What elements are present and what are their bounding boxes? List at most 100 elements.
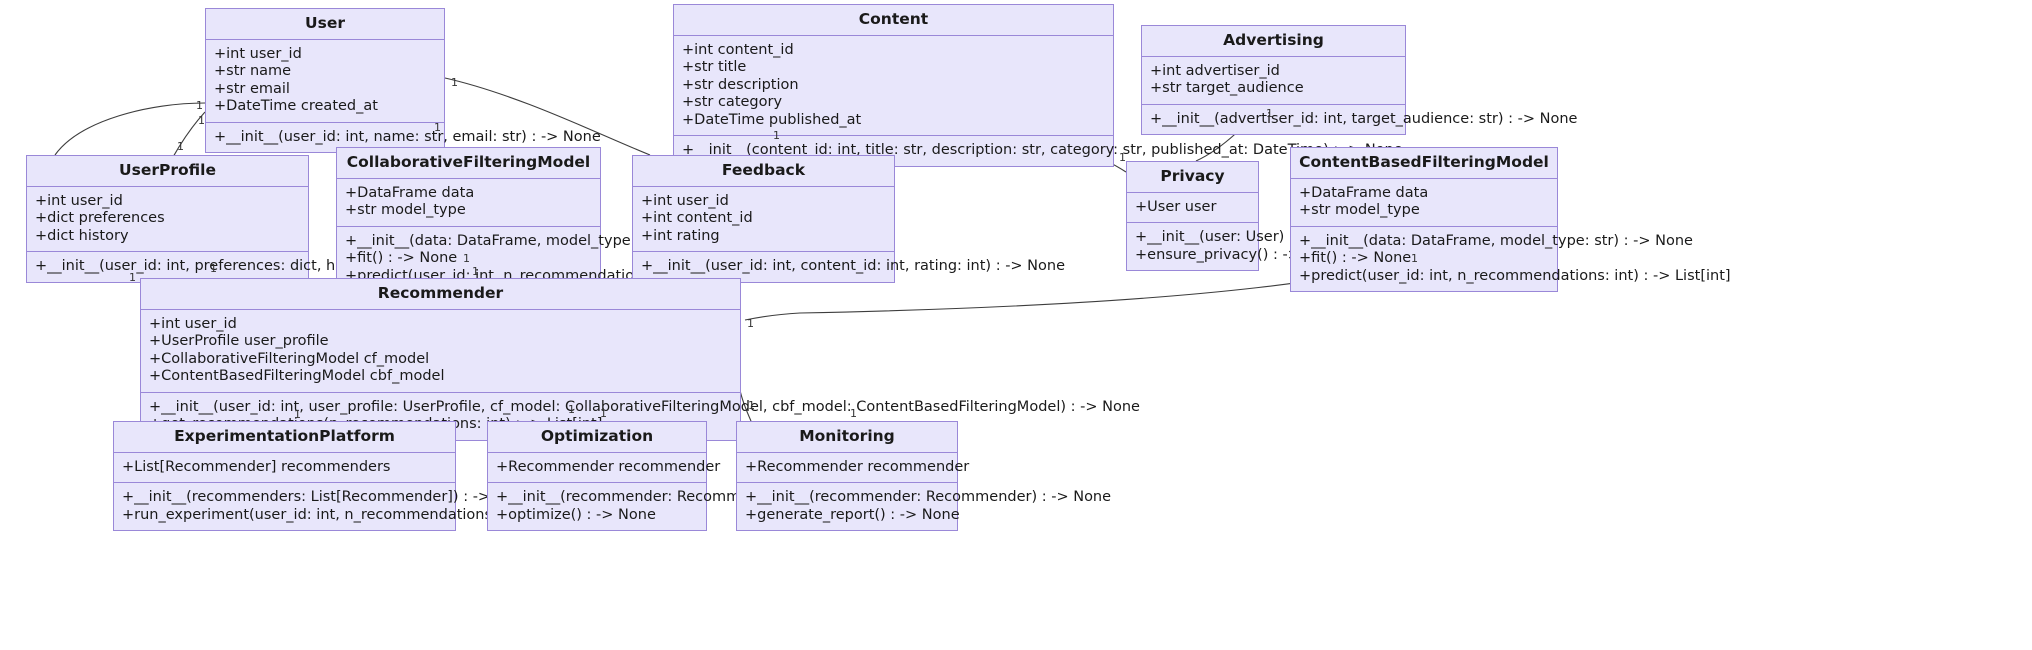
uml-method-compartment: +__init__(user_id: int, name: str, email…	[206, 123, 601, 153]
uml-attribute-compartment: +User user	[1127, 193, 1258, 223]
uml-attribute-compartment: +int user_id+int content_id+int rating	[633, 187, 894, 252]
uml-class-name: Recommender	[141, 279, 740, 310]
multiplicity-label: 1	[773, 129, 780, 142]
uml-class-name: ContentBasedFilteringModel	[1291, 148, 1557, 179]
multiplicity-label: 1	[1119, 151, 1126, 164]
uml-class-collaborative[interactable]: CollaborativeFilteringModel+DataFrame da…	[336, 147, 777, 292]
multiplicity-label: 1	[210, 262, 217, 275]
uml-method-compartment: +__init__(user: User) : -> None+ensure_p…	[1127, 223, 1359, 270]
uml-method-compartment: +__init__(recommender: Recommender) : ->…	[488, 483, 863, 530]
uml-method: +ensure_privacy() : -> None	[1135, 246, 1343, 263]
uml-class-name: Feedback	[633, 156, 894, 187]
uml-attribute: +int content_id	[682, 41, 794, 58]
uml-method-compartment: +__init__(recommender: Recommender) : ->…	[737, 483, 1112, 530]
uml-attribute: +dict history	[35, 227, 129, 244]
uml-method: +__init__(data: DataFrame, model_type: s…	[1299, 232, 1693, 249]
uml-attribute: +DateTime published_at	[682, 111, 862, 128]
uml-attribute: +CollaborativeFilteringModel cf_model	[149, 350, 430, 367]
uml-class-name: CollaborativeFilteringModel	[337, 148, 600, 179]
uml-attribute: +int content_id	[641, 210, 753, 226]
uml-method: +run_experiment(user_id: int, n_recommen…	[122, 506, 687, 523]
multiplicity-label: 1	[451, 76, 458, 89]
multiplicity-label: 1	[1266, 107, 1273, 120]
uml-attribute-compartment: +DataFrame data+str model_type	[1291, 179, 1557, 227]
uml-attribute: +str category	[682, 94, 783, 110]
uml-attribute-compartment: +Recommender recommender	[737, 453, 970, 483]
uml-attribute-compartment: +int user_id+UserProfile user_profile+Co…	[141, 310, 740, 393]
uml-attribute-compartment: +List[Recommender] recommenders	[114, 453, 455, 483]
uml-class-feedback[interactable]: Feedback+int user_id+int content_id+int …	[632, 155, 1066, 283]
uml-method-compartment: +__init__(recommenders: List[Recommender…	[114, 483, 687, 530]
uml-class-optimization[interactable]: Optimization +Recommender recommender +__i…	[487, 421, 863, 531]
uml-attribute: +Recommender recommender	[745, 458, 970, 475]
uml-class-user[interactable]: User+int user_id+str name+str email+Date…	[205, 8, 601, 153]
uml-class-experimentation[interactable]: ExperimentationPlatform +List[Recommender…	[113, 421, 687, 531]
uml-class-userprofile[interactable]: UserProfile+int user_id+dict preferences…	[26, 155, 491, 283]
uml-class-contentbased[interactable]: ContentBasedFilteringModel+DataFrame dat…	[1290, 147, 1731, 292]
multiplicity-label: 1	[600, 407, 607, 420]
uml-method: +__init__(user_id: int, user_profile: Us…	[149, 398, 1140, 415]
uml-attribute: +UserProfile user_profile	[149, 333, 329, 349]
uml-attribute-compartment: +Recommender recommender	[488, 453, 721, 483]
uml-attribute: +str email	[214, 80, 290, 97]
uml-method-compartment: +__init__(advertiser_id: int, target_aud…	[1142, 105, 1578, 135]
uml-class-name: Optimization	[488, 422, 706, 453]
uml-attribute: +DateTime created_at	[214, 98, 378, 114]
uml-attribute: +int user_id	[35, 192, 123, 209]
uml-attribute: +DataFrame data	[345, 184, 475, 201]
uml-attribute: +str model_type	[1299, 202, 1420, 218]
uml-class-name: Content	[674, 5, 1113, 36]
uml-method: +__init__(user_id: int, content_id: int,…	[641, 258, 1066, 274]
uml-class-name: ExperimentationPlatform	[114, 422, 455, 453]
uml-method-compartment: +__init__(data: DataFrame, model_type: s…	[1291, 227, 1731, 292]
multiplicity-label: 1	[1411, 252, 1418, 265]
uml-attribute: +User user	[1135, 198, 1217, 215]
uml-class-monitoring[interactable]: Monitoring +Recommender recommender +__ini…	[736, 421, 1112, 531]
uml-attribute-compartment: +int user_id+str name+str email+DateTime…	[206, 40, 444, 123]
uml-attribute-compartment: +int user_id+dict preferences+dict histo…	[27, 187, 308, 252]
multiplicity-label: 1	[177, 140, 184, 153]
multiplicity-label: 1	[196, 99, 203, 112]
uml-class-name: Privacy	[1127, 162, 1258, 193]
uml-method: +fit() : -> None	[345, 250, 458, 266]
uml-attribute: +int user_id	[149, 315, 237, 332]
multiplicity-label: 1	[129, 271, 136, 284]
uml-attribute-compartment: +DataFrame data+str model_type	[337, 179, 600, 227]
uml-attribute: +int rating	[641, 227, 720, 244]
uml-class-name: Advertising	[1142, 26, 1405, 57]
uml-method: +__init__(recommenders: List[Recommender…	[122, 489, 533, 505]
uml-method: +__init__(recommender: Recommender) : ->…	[496, 489, 863, 505]
uml-class-advertising[interactable]: Advertising+int advertiser_id+str target…	[1141, 25, 1578, 135]
uml-attribute: +Recommender recommender	[496, 458, 721, 475]
uml-method: +__init__(user_id: int, name: str, email…	[214, 128, 601, 145]
uml-method: +__init__(advertiser_id: int, target_aud…	[1150, 110, 1578, 127]
uml-class-content[interactable]: Content+int content_id+str title+str des…	[673, 4, 1403, 167]
multiplicity-label: 1	[568, 403, 575, 416]
uml-method: +__init__(content_id: int, title: str, d…	[682, 142, 1403, 158]
uml-class-privacy[interactable]: Privacy +User user +__init__(user: User) :…	[1126, 161, 1359, 271]
multiplicity-label: 1	[748, 399, 755, 412]
uml-attribute: +str name	[214, 63, 292, 79]
uml-attribute: +ContentBasedFilteringModel cbf_model	[149, 368, 445, 384]
multiplicity-label: 1	[463, 252, 470, 265]
uml-method: +__init__(recommender: Recommender) : ->…	[745, 489, 1112, 505]
uml-attribute-compartment: +int advertiser_id+str target_audience	[1142, 57, 1405, 105]
uml-attribute-compartment: +int content_id+str title+str descriptio…	[674, 36, 1113, 136]
uml-attribute: +str title	[682, 59, 747, 75]
uml-class-name: Monitoring	[737, 422, 957, 453]
uml-class-recommender[interactable]: Recommender+int user_id+UserProfile user…	[140, 278, 1140, 441]
uml-method: +__init__(user: User) : -> None	[1135, 229, 1359, 245]
multiplicity-label: 1	[434, 121, 441, 134]
uml-attribute: +int user_id	[641, 192, 729, 209]
uml-attribute: +int advertiser_id	[1150, 62, 1280, 79]
uml-attribute: +List[Recommender] recommenders	[122, 458, 391, 475]
multiplicity-label: 1	[472, 265, 479, 278]
uml-method-compartment: +__init__(user_id: int, content_id: int,…	[633, 252, 1066, 282]
uml-class-name: User	[206, 9, 444, 40]
uml-method: +__init__(user_id: int, preferences: dic…	[35, 258, 491, 274]
uml-attribute: +str model_type	[345, 202, 466, 218]
uml-method: +optimize() : -> None	[496, 506, 656, 523]
uml-method-compartment: +__init__(content_id: int, title: str, d…	[674, 136, 1403, 166]
uml-method: +fit() : -> None	[1299, 250, 1412, 266]
